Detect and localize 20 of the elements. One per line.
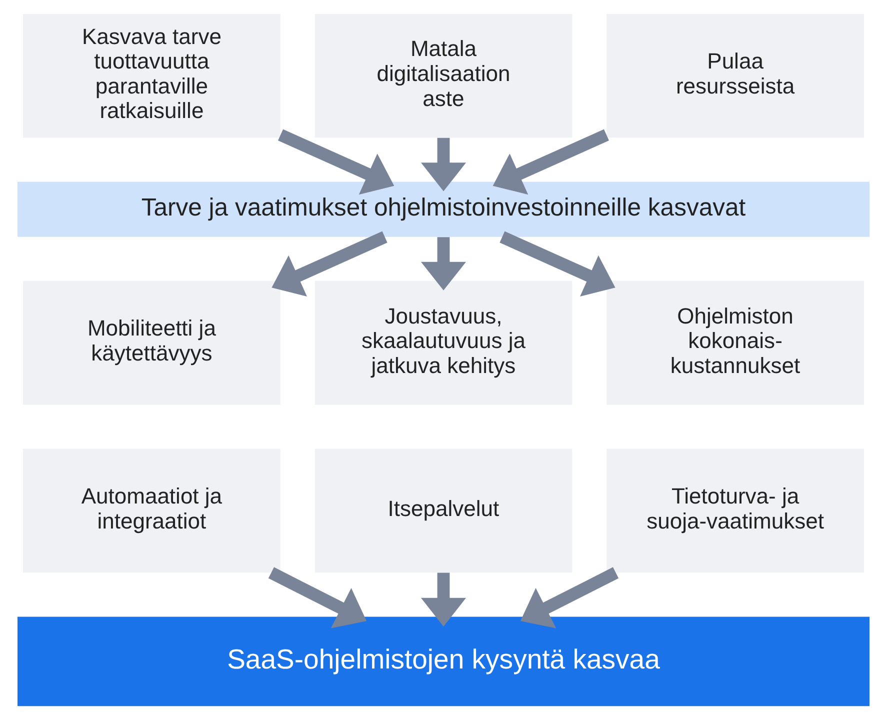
node-box: Kasvava tarve tuottavuutta parantaville ratkaisuille (22, 14, 280, 138)
arrow (420, 138, 466, 192)
arrow (520, 567, 618, 628)
arrow (492, 129, 608, 195)
node-box: Tarve ja vaatimukset ohjelmistoinvestoinneille kasvavat (17, 182, 869, 237)
node-box: Joustavuus, skaalautuvuus ja jatkuva kehitys (314, 280, 572, 405)
node-box: Ohjelmiston kokonais-kustannukset (606, 280, 864, 405)
node-box: Pulaa resursseista (606, 14, 864, 138)
arrow (499, 231, 615, 296)
node-box: Tietoturva- ja suoja-vaatimukset (606, 448, 864, 573)
arrow (271, 231, 387, 296)
arrow (420, 572, 466, 627)
arrow (268, 567, 366, 628)
node-box: Matala digitalisaation aste (314, 14, 572, 138)
node-box: SaaS-ohjelmistojen kysyntä kasvaa (17, 616, 869, 706)
node-box: Automaatiot ja integraatiot (22, 448, 280, 573)
node-box: Itsepalvelut (314, 448, 572, 573)
node-box: Mobiliteetti ja käytettävyys (22, 280, 280, 405)
arrow (420, 237, 466, 290)
arrow (278, 129, 394, 195)
